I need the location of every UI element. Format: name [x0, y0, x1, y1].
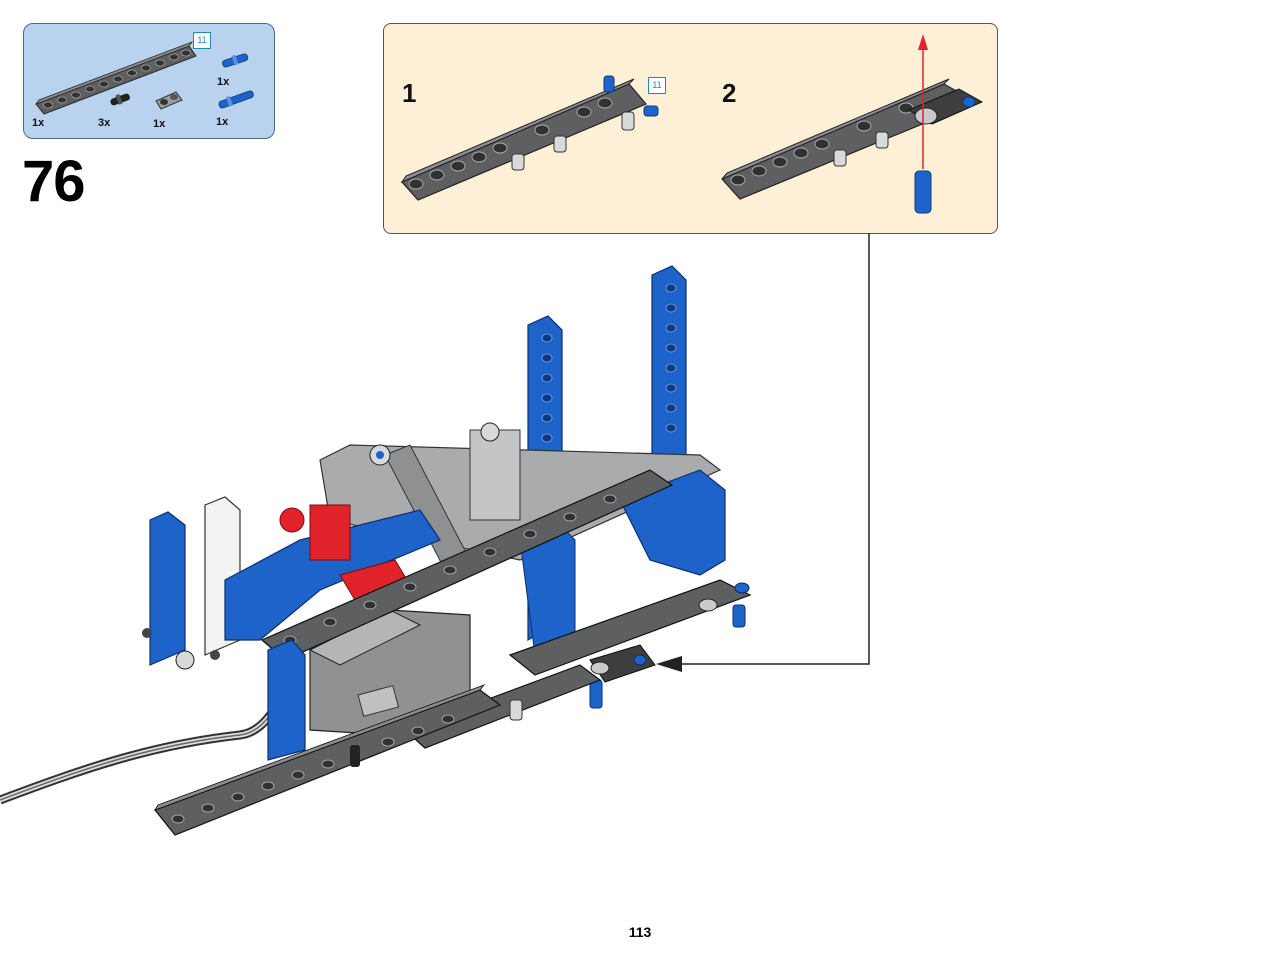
parts-list-callout: 11 1x 3x 1x 1x 1x — [23, 23, 275, 139]
parts-list-illustration — [34, 41, 254, 115]
left-axle-pins — [142, 422, 500, 670]
part-qty-blue-axle-pin: 1x — [217, 76, 230, 88]
page-number: 113 — [628, 924, 652, 940]
substep-1-length-badge: 11 — [648, 77, 666, 94]
middle-long-grey-beam — [260, 469, 674, 661]
right-blue-bent-beam — [519, 469, 726, 656]
lower-middle-grey-beam — [403, 664, 602, 749]
callout-arrow — [656, 233, 870, 672]
beam-11-part-icon — [34, 41, 197, 115]
substep-2-beam — [720, 34, 984, 214]
left-blue-uprights — [149, 496, 441, 666]
tall-blue-beam-right — [651, 265, 687, 542]
tall-blue-beam-left — [527, 315, 563, 642]
motor-cable — [0, 686, 294, 805]
length-badge: 11 — [193, 32, 211, 49]
new-beam-assembly — [508, 579, 752, 709]
substep-2-number: 2 — [722, 78, 737, 108]
substep-1-number: 1 — [402, 78, 417, 108]
substep-illustration — [400, 34, 984, 214]
upper-grey-frame — [319, 429, 722, 571]
blue-axle-pin-part-icon — [222, 53, 249, 68]
substep-callout: 1 11 2 — [383, 23, 998, 234]
black-pin-part-icon — [110, 93, 130, 106]
part-qty-black-pin: 3x — [98, 117, 111, 129]
substep-1-beam — [400, 75, 659, 201]
part-qty-grey-beam: 1x — [153, 118, 166, 130]
front-long-grey-beam — [154, 684, 502, 836]
blue-long-pin-part-icon — [218, 90, 254, 109]
motor — [308, 609, 471, 736]
front-blue-upright — [267, 639, 306, 761]
red-components — [279, 504, 411, 601]
part-qty-beam: 1x — [32, 117, 45, 129]
part-qty-blue-long-pin: 1x — [216, 116, 229, 128]
grey-short-beam-part-icon — [155, 91, 183, 110]
step-number: 76 — [22, 149, 86, 214]
